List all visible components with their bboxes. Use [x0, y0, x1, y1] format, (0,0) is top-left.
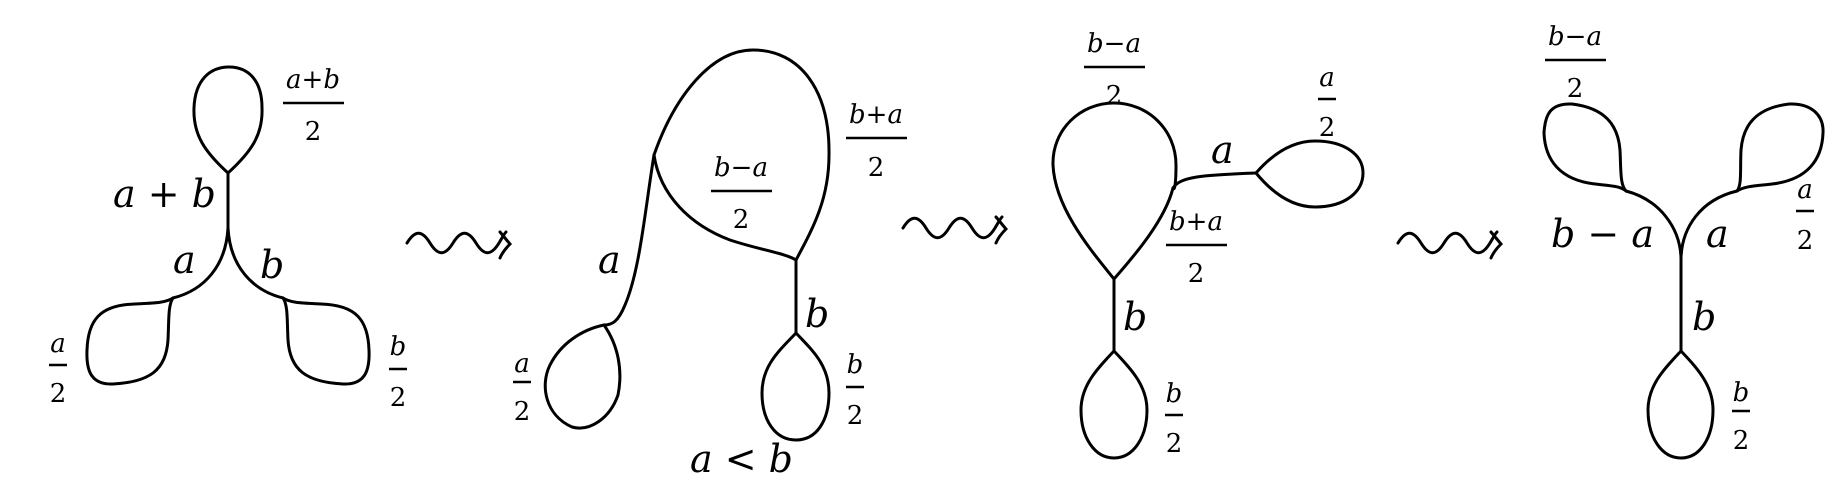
- panel4-left-edge-label: b − a: [1551, 212, 1654, 256]
- panel4-stem-label: b: [1692, 295, 1716, 339]
- panel2-big-loop: [652, 48, 831, 262]
- panel1-trunk-label: a + b: [113, 172, 216, 216]
- svg-text:2: 2: [1319, 113, 1336, 143]
- panel3-right-loop: [1254, 139, 1365, 209]
- panel2-bottom-loop: [760, 331, 831, 442]
- svg-text:b+a: b+a: [1169, 207, 1223, 237]
- panel2-inner-fraction: b−a 2: [711, 153, 772, 235]
- svg-text:2: 2: [1567, 74, 1584, 104]
- svg-text:2: 2: [1166, 429, 1183, 459]
- svg-text:b−a: b−a: [714, 153, 768, 183]
- svg-text:2: 2: [1733, 426, 1750, 456]
- svg-text:a+b: a+b: [286, 65, 340, 95]
- panel3-side-edge-label: a: [1211, 128, 1234, 172]
- panel3-bottom-loop: [1079, 349, 1149, 460]
- panel2-bottom-loop-fraction: b 2: [846, 350, 864, 431]
- svg-text:b+a: b+a: [849, 100, 903, 130]
- panel4-bottom-loop: [1646, 349, 1715, 460]
- panel4-right-edge: [1679, 189, 1739, 260]
- panel1-top-loop-fraction: a+b 2: [283, 65, 344, 147]
- leadsto-arrow-icon: [405, 230, 513, 260]
- panel3-big-loop: [1051, 101, 1178, 281]
- panel1-right-loop: [281, 296, 371, 386]
- panel1-right-edge: [226, 226, 285, 300]
- panel4-left-edge: [1624, 189, 1683, 260]
- panel-3: a b b−a 2 b+a 2 a 2 b 2: [1051, 29, 1365, 460]
- panel3-bottom-loop-fraction: b 2: [1165, 379, 1183, 459]
- panel-2: a b b+a 2 b−a 2 a 2 b 2 a < b: [513, 48, 907, 481]
- panel3-inner-fraction: b+a 2: [1166, 207, 1227, 289]
- panel4-left-loop: [1542, 102, 1628, 193]
- panel1-top-loop: [192, 65, 264, 175]
- svg-text:2: 2: [1106, 81, 1123, 111]
- svg-text:2: 2: [868, 153, 885, 183]
- svg-text:b: b: [1733, 378, 1750, 408]
- panel2-inner-edge: [652, 153, 798, 262]
- panel4-right-edge-label: a: [1706, 212, 1729, 256]
- panel1-left-loop-fraction: a 2: [49, 329, 67, 409]
- panel1-right-loop-fraction: b 2: [389, 332, 407, 413]
- panel2-stem-label: b: [805, 292, 829, 336]
- panel3-stem-label: b: [1123, 295, 1147, 339]
- svg-text:2: 2: [305, 117, 322, 147]
- svg-text:a: a: [1797, 175, 1813, 205]
- panel2-left-edge-label: a: [598, 238, 621, 282]
- panel3-right-loop-fraction: a 2: [1318, 63, 1336, 143]
- svg-text:2: 2: [390, 383, 407, 413]
- panel2-left-loop: [543, 323, 622, 430]
- leadsto-arrow-icon: [1396, 230, 1504, 260]
- svg-text:a: a: [50, 329, 66, 359]
- svg-text:2: 2: [1188, 259, 1205, 289]
- panel4-right-loop: [1735, 102, 1825, 193]
- panel-4: b − a a b b−a 2 a 2 b 2: [1542, 22, 1825, 460]
- panel3-side-edge: [1171, 171, 1258, 190]
- panel4-left-loop-fraction: b−a 2: [1545, 22, 1606, 104]
- leadsto-arrow-icon: [901, 215, 1009, 245]
- svg-text:b: b: [1166, 379, 1183, 409]
- svg-text:2: 2: [847, 401, 864, 431]
- panel1-left-edge: [171, 226, 230, 300]
- panel1-left-loop: [85, 296, 175, 386]
- panel4-bottom-loop-fraction: b 2: [1732, 378, 1750, 456]
- svg-text:2: 2: [514, 397, 531, 427]
- panel-1: a + b a b a+b 2 a 2 b 2: [49, 65, 407, 413]
- svg-text:b−a: b−a: [1548, 22, 1602, 52]
- svg-text:b: b: [390, 332, 407, 362]
- svg-text:a: a: [1319, 63, 1335, 93]
- panel3-big-loop-fraction: b−a 2: [1084, 29, 1145, 111]
- panel1-left-edge-label: a: [173, 238, 196, 282]
- svg-text:a: a: [514, 349, 530, 379]
- panel2-condition-label: a < b: [690, 437, 793, 481]
- svg-text:b−a: b−a: [1087, 29, 1141, 59]
- panel2-left-edge: [602, 153, 656, 327]
- svg-text:2: 2: [733, 205, 750, 235]
- panel1-right-edge-label: b: [260, 243, 284, 287]
- svg-text:2: 2: [1797, 226, 1814, 256]
- svg-text:b: b: [847, 350, 864, 380]
- panel2-left-loop-fraction: a 2: [513, 349, 531, 427]
- panel4-right-loop-fraction: a 2: [1796, 175, 1814, 256]
- svg-text:2: 2: [50, 379, 67, 409]
- panel2-big-loop-fraction: b+a 2: [846, 100, 907, 183]
